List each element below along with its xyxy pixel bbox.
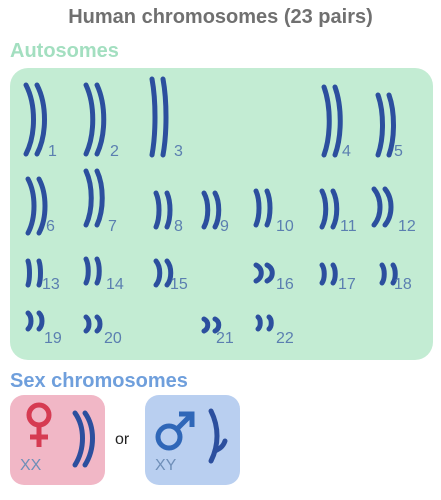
chromosome-pair-9: [201, 190, 222, 230]
chromosome-pair-21: [201, 316, 222, 334]
chromosome-number-17: 17: [338, 276, 356, 293]
chromosome-pair-19: [25, 310, 45, 332]
chromosome-number-18: 18: [394, 276, 412, 293]
chromosome-number-11: 11: [340, 218, 357, 235]
chromosome-pair-3: [149, 76, 169, 158]
female-panel: XX: [10, 395, 105, 485]
sex-chromosomes-heading: Sex chromosomes: [10, 370, 188, 392]
chromosome-pair-22: [255, 314, 274, 332]
chromosome-pair-14: [83, 256, 102, 286]
female-symbol-icon: [26, 402, 52, 447]
chromosome-number-19: 19: [44, 330, 62, 347]
chromosome-number-21: 21: [216, 330, 234, 347]
chromosome-pair-1: [23, 82, 47, 157]
female-xx-label: XX: [20, 457, 42, 474]
chromosome-number-9: 9: [220, 218, 229, 235]
chromosome-number-3: 3: [174, 143, 183, 160]
chromosome-pair-20: [83, 314, 103, 334]
or-label: or: [115, 431, 130, 448]
chromosome-number-1: 1: [48, 143, 57, 160]
chromosome-pair-12: [371, 186, 394, 228]
chromosome-number-20: 20: [104, 330, 122, 347]
chromosome-number-10: 10: [276, 218, 294, 235]
chromosome-pair-11: [319, 188, 340, 230]
chromosome-pair-5: [375, 92, 396, 158]
chromosome-number-13: 13: [42, 276, 60, 293]
male-panel: XY: [145, 395, 240, 485]
chromosome-pair-15: [153, 258, 174, 288]
male-xy-label: XY: [155, 457, 177, 474]
autosomes-panel: [10, 68, 433, 360]
chromosome-number-16: 16: [276, 276, 294, 293]
chromosome-xy-pair: [208, 408, 228, 464]
chromosome-number-6: 6: [46, 218, 55, 235]
chromosome-number-5: 5: [394, 143, 403, 160]
chromosome-pair-13: [25, 258, 43, 288]
chromosome-pair-16: [253, 262, 275, 284]
chromosome-pair-10: [253, 188, 273, 228]
chromosome-number-4: 4: [342, 143, 351, 160]
autosomes-heading: Autosomes: [10, 40, 119, 62]
chromosome-pair-2: [83, 82, 107, 157]
chromosome-number-14: 14: [106, 276, 124, 293]
male-symbol-icon: [155, 411, 195, 451]
chromosome-pair-17: [319, 262, 338, 286]
chromosome-number-8: 8: [174, 218, 183, 235]
chromosome-number-2: 2: [110, 143, 119, 160]
chromosome-number-12: 12: [398, 218, 416, 235]
chromosome-pair-7: [83, 168, 105, 228]
chromosome-pair-4: [321, 84, 343, 158]
chromosome-number-7: 7: [108, 218, 117, 235]
chromosome-number-22: 22: [276, 330, 294, 347]
chromosome-x-pair: [72, 410, 95, 468]
chromosome-pair-8: [153, 190, 173, 230]
diagram-title: Human chromosomes (23 pairs): [68, 6, 373, 28]
chromosome-pair-6: [25, 176, 48, 236]
chromosome-number-15: 15: [170, 276, 188, 293]
chromosome-pair-18: [379, 262, 398, 286]
